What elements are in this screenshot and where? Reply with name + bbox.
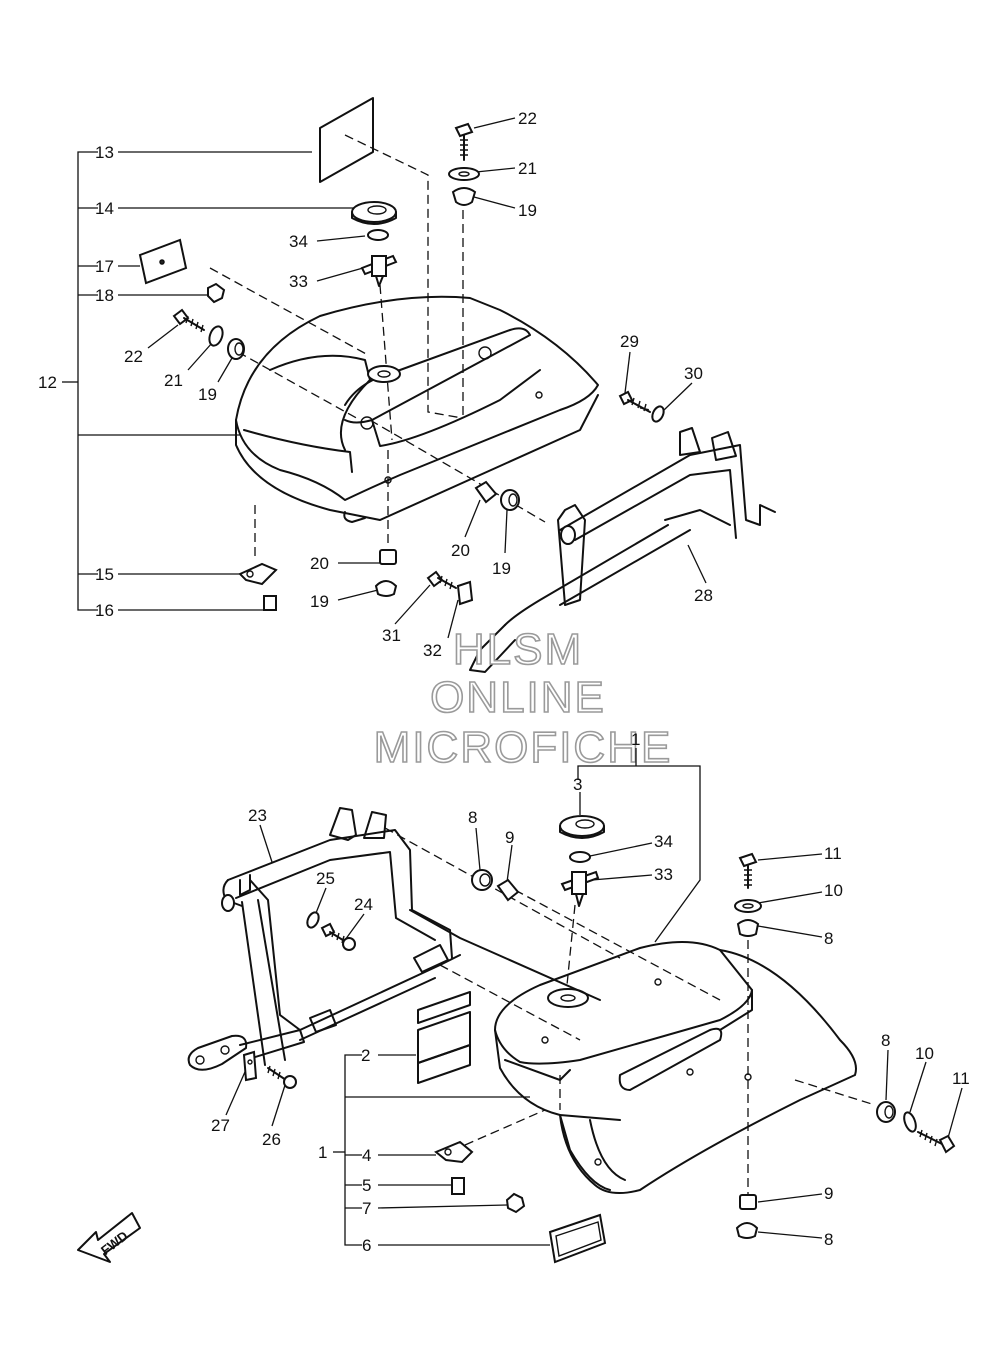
callout-28: 28 bbox=[694, 586, 713, 605]
reflector-upper bbox=[138, 238, 226, 304]
callout-18: 18 bbox=[95, 286, 114, 305]
callout-15: 15 bbox=[95, 565, 114, 584]
lower-leaders bbox=[225, 792, 963, 1246]
callout-17: 17 bbox=[95, 257, 114, 276]
watermark-line-1: HLSM bbox=[453, 625, 583, 674]
callout-19-bottom: 19 bbox=[310, 592, 329, 611]
callout-11-top: 11 bbox=[824, 844, 842, 863]
bolt-31 bbox=[426, 570, 474, 606]
callout-7: 7 bbox=[362, 1199, 371, 1218]
callout-21-left: 21 bbox=[164, 371, 183, 390]
callout-33-upper: 33 bbox=[289, 272, 308, 291]
callout-33-lower: 33 bbox=[654, 865, 673, 884]
group-bracket-1-top bbox=[577, 748, 701, 943]
stay-bracket-upper bbox=[238, 562, 278, 611]
callout-8-side: 8 bbox=[881, 1031, 890, 1050]
callout-16: 16 bbox=[95, 601, 114, 620]
callout-21-top: 21 bbox=[518, 159, 537, 178]
callout-34-upper: 34 bbox=[289, 232, 308, 251]
bushes-lower-top bbox=[471, 869, 520, 902]
callout-8-top: 8 bbox=[468, 808, 477, 827]
callout-11-side: 11 bbox=[952, 1069, 970, 1088]
callout-26: 26 bbox=[262, 1130, 281, 1149]
bolt-22-upper bbox=[448, 122, 480, 206]
saddlebag-left bbox=[235, 295, 599, 523]
bolt-22-left bbox=[172, 308, 245, 360]
callout-14: 14 bbox=[95, 199, 114, 218]
callout-22-top: 22 bbox=[518, 109, 537, 128]
lock-cap-upper bbox=[351, 201, 398, 287]
callout-23: 23 bbox=[248, 806, 267, 825]
callout-10-top: 10 bbox=[824, 881, 843, 900]
fwd-label: FWD bbox=[98, 1228, 131, 1258]
lock-cap-lower bbox=[559, 815, 605, 907]
callout-19-right: 19 bbox=[492, 559, 511, 578]
saddlebag-right bbox=[494, 941, 857, 1195]
callout-8-bottom: 8 bbox=[824, 1230, 833, 1249]
upper-leaders bbox=[118, 117, 707, 639]
callout-24: 24 bbox=[354, 895, 373, 914]
callout-12: 12 bbox=[38, 373, 57, 392]
bolt-29 bbox=[618, 390, 665, 423]
callout-32: 32 bbox=[423, 641, 442, 660]
callout-30: 30 bbox=[684, 364, 703, 383]
callout-1-left: 1 bbox=[318, 1143, 327, 1162]
callout-20-right: 20 bbox=[451, 541, 470, 560]
bolt-26 bbox=[242, 1050, 297, 1089]
callout-19-left: 19 bbox=[198, 385, 217, 404]
callout-4: 4 bbox=[362, 1146, 371, 1165]
group-bracket-12 bbox=[62, 151, 240, 611]
upper-callouts: 13 14 17 18 12 15 16 22 21 19 34 33 22 2… bbox=[38, 109, 713, 660]
callout-20-left: 20 bbox=[310, 554, 329, 573]
callout-5: 5 bbox=[362, 1176, 371, 1195]
callout-10-side: 10 bbox=[915, 1044, 934, 1063]
callout-3: 3 bbox=[573, 775, 582, 794]
bushes-upper bbox=[374, 480, 520, 597]
callout-22-left: 22 bbox=[124, 347, 143, 366]
side-frame-23 bbox=[187, 807, 601, 1071]
callout-13: 13 bbox=[95, 143, 114, 162]
upper-dash-lines bbox=[209, 134, 663, 560]
bolt-11-upper bbox=[734, 852, 762, 937]
lower-dash-lines bbox=[384, 827, 876, 1195]
reflector-lower bbox=[434, 1140, 607, 1264]
watermark-line-3: MICROFICHE bbox=[374, 723, 673, 772]
callout-2: 2 bbox=[361, 1046, 370, 1065]
callout-8-right: 8 bbox=[824, 929, 833, 948]
callout-29: 29 bbox=[620, 332, 639, 351]
bolt-11-side bbox=[876, 1101, 956, 1154]
watermark: HLSM ONLINE MICROFICHE bbox=[373, 624, 673, 773]
callout-27: 27 bbox=[211, 1116, 230, 1135]
decal-plates bbox=[417, 991, 471, 1084]
fwd-arrow-icon: FWD bbox=[77, 1212, 141, 1263]
callout-1-top: 1 bbox=[631, 730, 640, 749]
support-frame-28 bbox=[469, 427, 776, 673]
decal-sheet bbox=[319, 97, 374, 183]
callout-34-lower: 34 bbox=[654, 832, 673, 851]
callout-6: 6 bbox=[362, 1236, 371, 1255]
bushes-lower-bottom bbox=[735, 1194, 759, 1239]
callout-9-top: 9 bbox=[505, 828, 514, 847]
lower-callouts: 1 3 34 33 8 9 11 10 8 23 25 24 2 1 4 5 7… bbox=[211, 730, 970, 1255]
watermark-line-2: ONLINE bbox=[430, 673, 606, 722]
callout-25: 25 bbox=[316, 869, 335, 888]
callout-31: 31 bbox=[382, 626, 401, 645]
callout-9-bottom: 9 bbox=[824, 1184, 833, 1203]
group-bracket-1-left bbox=[333, 1054, 530, 1246]
bolt-24 bbox=[306, 911, 356, 951]
callout-19-top: 19 bbox=[518, 201, 537, 220]
